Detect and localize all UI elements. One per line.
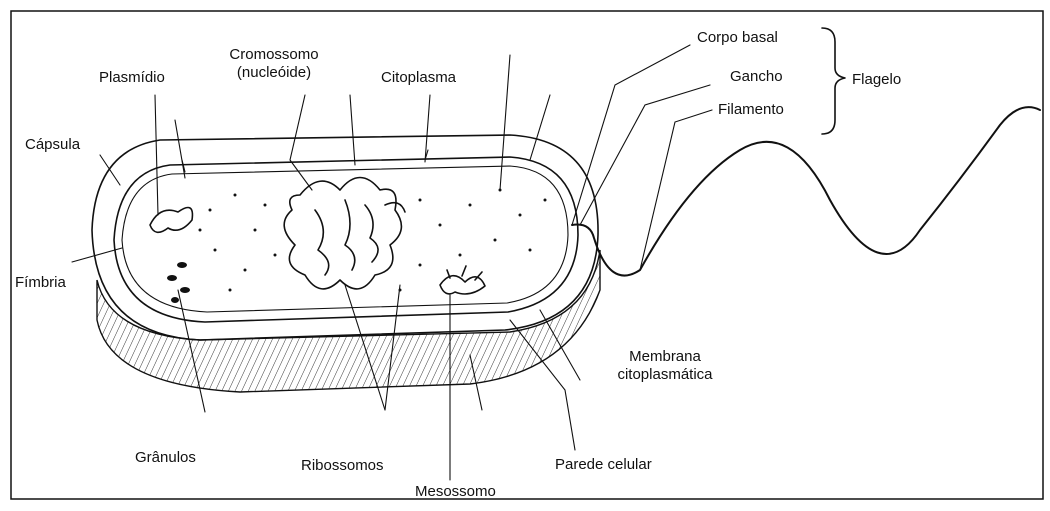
label-flagelo: Flagelo xyxy=(852,71,901,89)
label-cromossomo-line2: (nucleóide) xyxy=(214,64,334,82)
label-cromossomo-line1: Cromossomo xyxy=(214,46,334,64)
label-membrana-line1: Membrana xyxy=(600,348,730,366)
plasmid-shape xyxy=(150,208,192,233)
label-granulos: Grânulos xyxy=(135,449,196,467)
label-mesossomo: Mesossomo xyxy=(415,483,496,501)
label-membrana: Membrana citoplasmática xyxy=(600,348,730,384)
label-parede-celular: Parede celular xyxy=(555,456,652,474)
mesosome-shape xyxy=(440,266,485,294)
granules-shape xyxy=(167,262,190,303)
flagelo-brace xyxy=(822,28,845,134)
label-plasmidio: Plasmídio xyxy=(99,69,165,87)
cell-wall-outline xyxy=(114,157,578,322)
label-corpo-basal: Corpo basal xyxy=(697,29,778,47)
label-membrana-line2: citoplasmática xyxy=(600,366,730,384)
label-gancho: Gancho xyxy=(730,68,783,86)
nucleoid-shape xyxy=(284,178,405,289)
label-filamento: Filamento xyxy=(718,101,784,119)
label-citoplasma: Citoplasma xyxy=(381,69,456,87)
label-fimbria: Fímbria xyxy=(15,274,66,292)
label-ribossomos: Ribossomos xyxy=(301,457,384,475)
cell-body-shading xyxy=(97,250,600,392)
flagellum-shape xyxy=(572,107,1040,275)
label-capsula: Cápsula xyxy=(25,136,80,154)
label-cromossomo: Cromossomo (nucleóide) xyxy=(214,46,334,82)
